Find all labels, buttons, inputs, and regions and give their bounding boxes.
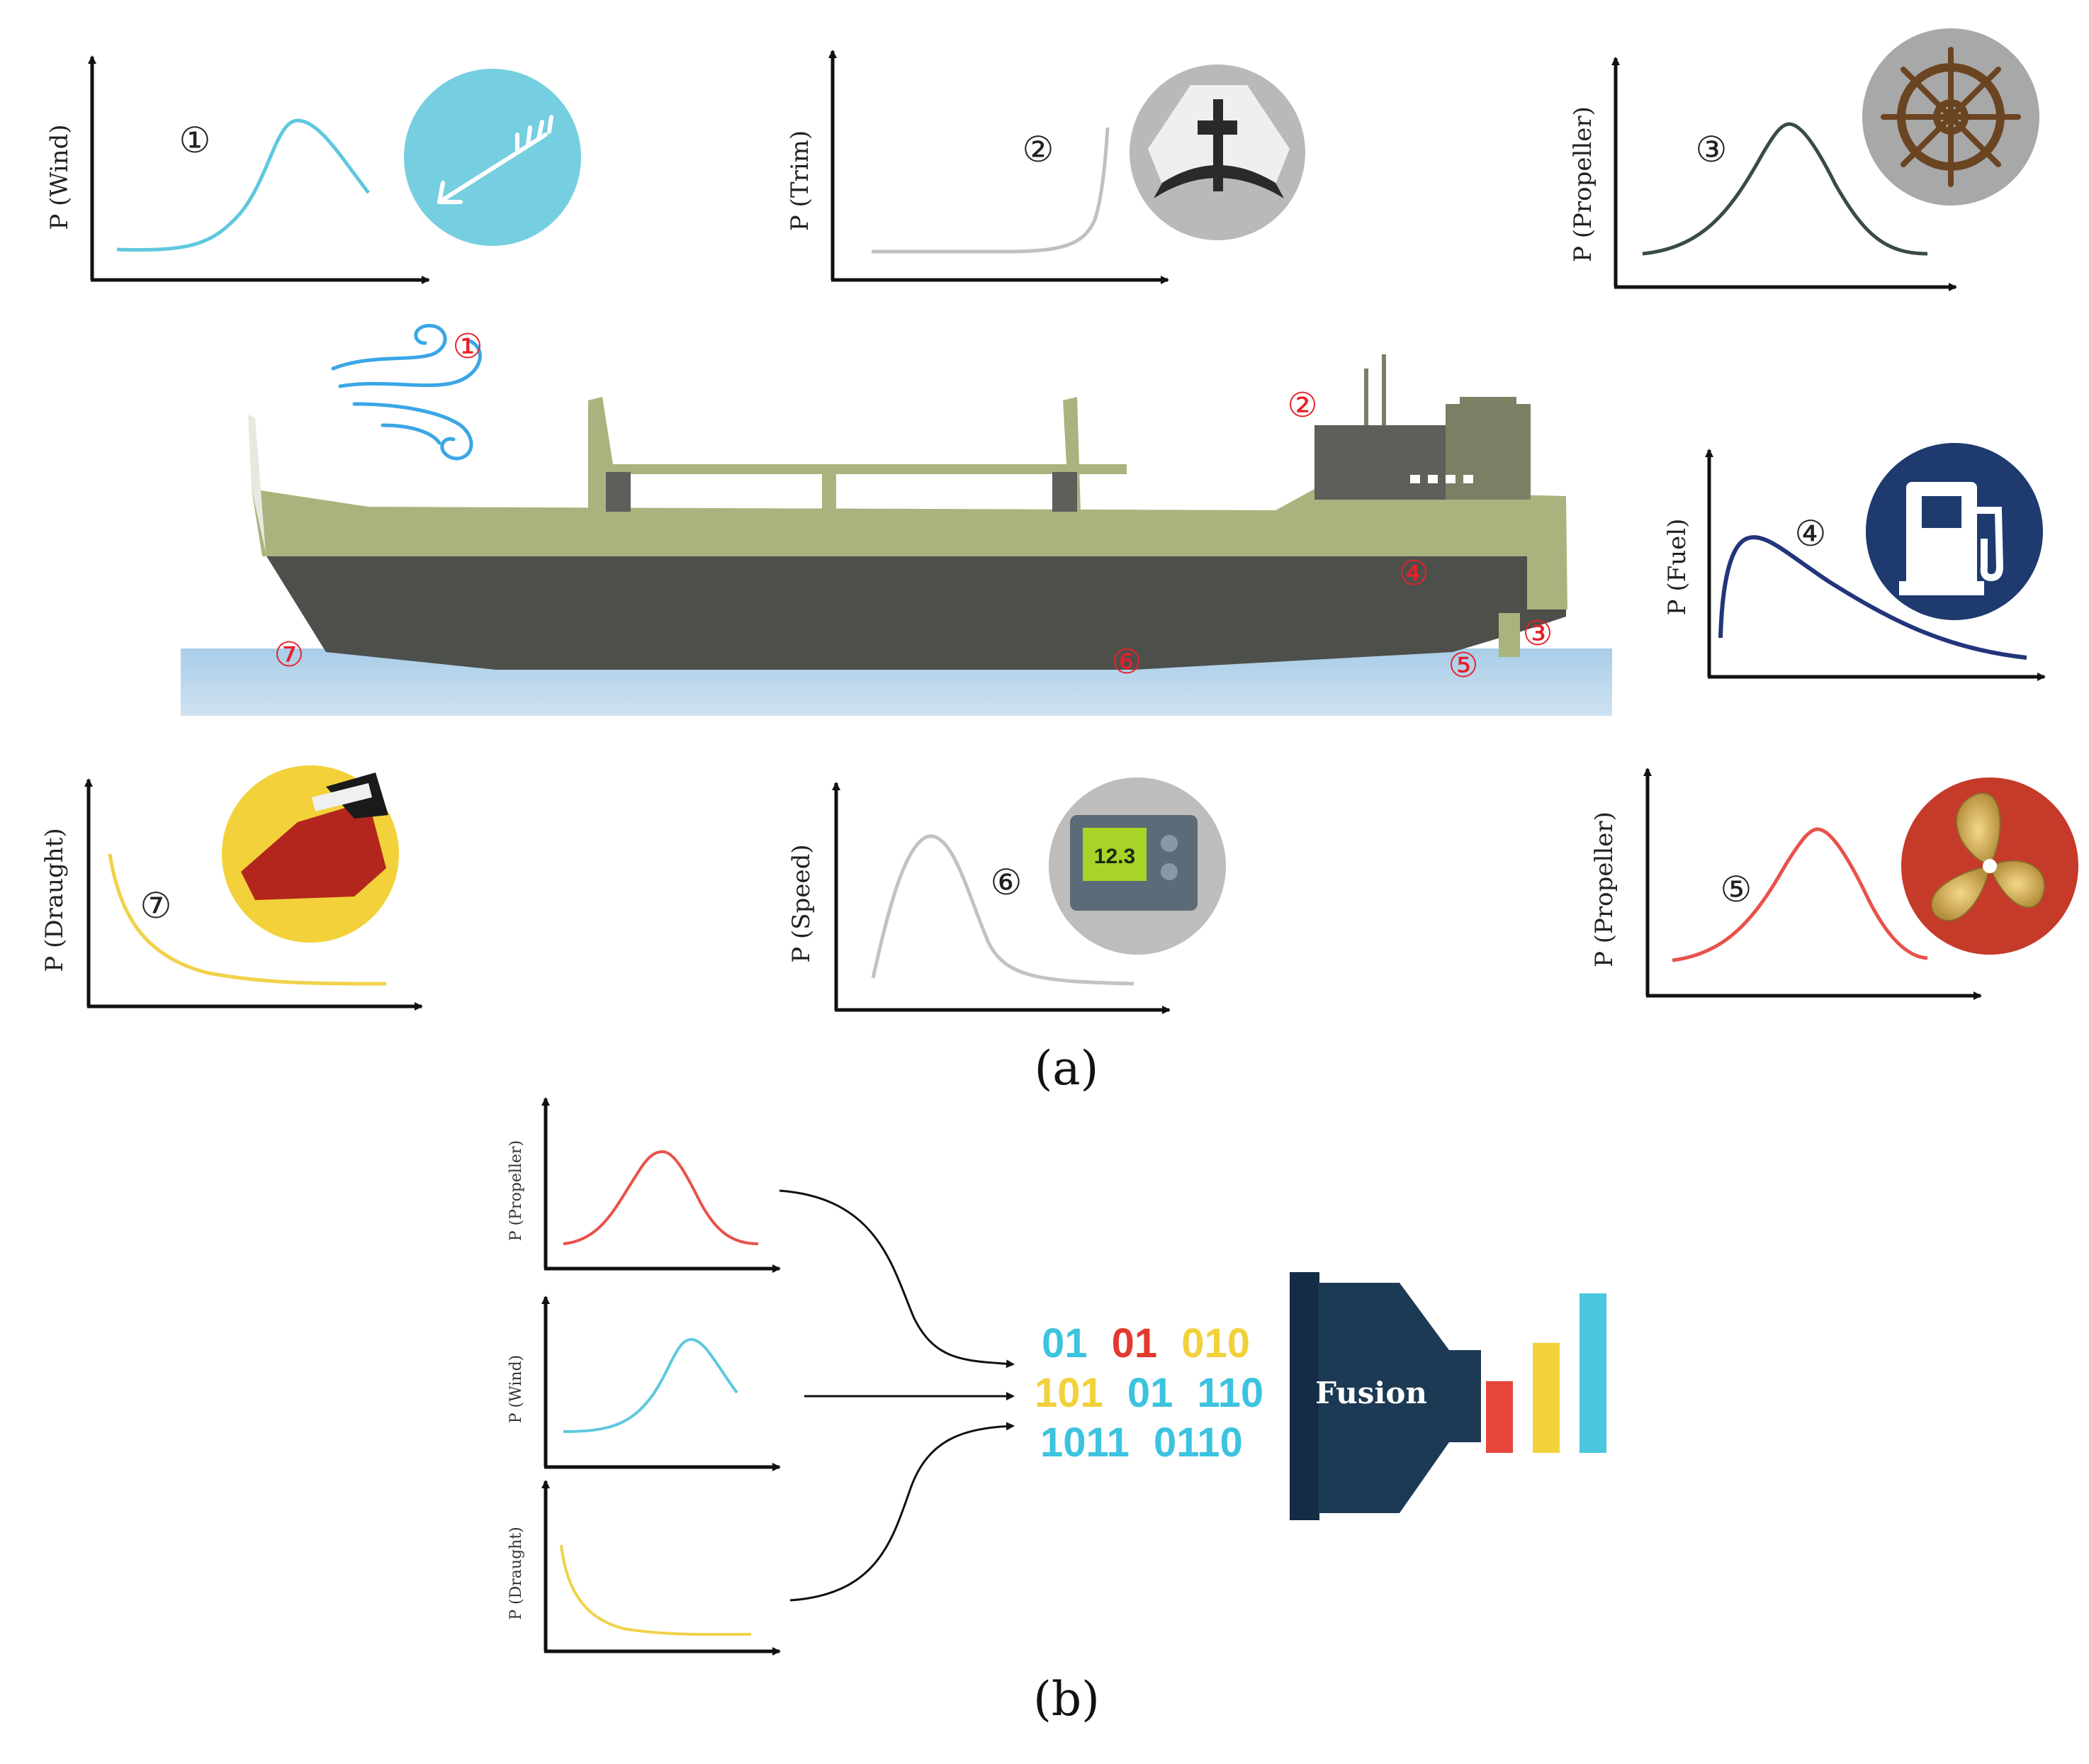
ship-crane	[588, 397, 1127, 512]
ship-marker-draught: ⑦	[274, 636, 304, 674]
y-axis-label: P (Propeller)	[507, 1140, 525, 1241]
distribution-curve	[563, 1337, 738, 1433]
binary-data: 01 01 010 101 01 110 1011 0110	[1035, 1320, 1263, 1466]
output-bar-2	[1533, 1342, 1560, 1453]
distribution-curve	[108, 853, 387, 986]
binary-line-2: 101 01 110	[1035, 1370, 1263, 1416]
output-bar-3	[1580, 1293, 1606, 1453]
speed-reading: 12.3	[1094, 845, 1135, 868]
arrow-propeller-to-binary	[779, 1189, 1015, 1369]
y-axis-label: P (Trim)	[786, 130, 814, 231]
distribution-curve	[1642, 122, 1928, 256]
y-axis-label: P (Propeller)	[1569, 106, 1597, 262]
flow-arrows	[779, 1189, 1015, 1602]
ship-marker-fuel: ④	[1398, 555, 1429, 592]
y-axis-label: P (Draught)	[40, 828, 69, 972]
y-axis-label: P (Speed)	[787, 844, 816, 962]
plot-speed: P (Speed) ⑥ 12.3	[787, 777, 1226, 1014]
distribution-curve	[116, 118, 370, 252]
ship-marker-trim: ②	[1287, 387, 1317, 425]
y-axis-label: P (Fuel)	[1663, 519, 1691, 616]
plot-marker: ②	[1023, 130, 1054, 169]
plot-marker: ⑤	[1721, 870, 1752, 909]
input-plot-draught: P (Draught)	[507, 1480, 781, 1656]
ship-hull-lower	[262, 549, 1566, 670]
ship-marker-speed: ⑥	[1111, 644, 1142, 681]
plot-fuel: P (Fuel) ④	[1663, 443, 2046, 681]
binary-line-1: 01 01 010	[1042, 1320, 1250, 1366]
fusion-label: Fusion	[1315, 1376, 1427, 1410]
ship-rudder	[1499, 613, 1520, 657]
arrow-draught-to-binary	[789, 1422, 1015, 1602]
ship-marker-propeller: ⑤	[1448, 647, 1478, 685]
output-bar-1	[1486, 1381, 1513, 1453]
plot-marker: ⑦	[140, 886, 172, 926]
plot-wind: P (Wind) ①	[45, 55, 581, 284]
plot-draught: P (Draught) ⑦	[40, 765, 423, 1011]
caption-b: (b)	[1033, 1672, 1100, 1726]
plot-marker: ①	[179, 120, 211, 160]
wind-arrow-icon	[404, 69, 581, 246]
ship-illustration: ① ② ③ ④ ⑤ ⑥ ⑦	[181, 324, 1612, 716]
y-axis-label: P (Draught)	[507, 1527, 525, 1620]
input-plot-wind: P (Wind)	[507, 1296, 781, 1471]
ship-marker-propeller-wheel: ③	[1522, 615, 1553, 653]
input-plot-propeller: P (Propeller)	[507, 1097, 781, 1273]
plot-marker: ③	[1696, 130, 1728, 169]
distribution-curve	[871, 834, 1134, 986]
plot-marker: ④	[1795, 514, 1827, 554]
ship-superstructure	[1314, 354, 1531, 500]
y-axis-label: P (Wind)	[507, 1355, 525, 1423]
distribution-curve	[1718, 535, 2027, 660]
distribution-curve	[1672, 827, 1928, 962]
plot-trim: P (Trim) ②	[786, 50, 1305, 284]
distribution-curve	[872, 127, 1110, 254]
y-axis-label: P (Wind)	[45, 124, 74, 230]
plot-propeller-wheel: P (Propeller) ③	[1569, 28, 2039, 291]
ship-marker-wind: ①	[452, 328, 483, 366]
plot-marker: ⑥	[991, 863, 1023, 902]
caption-a: (a)	[1035, 1041, 1099, 1096]
wind-swirl-icon	[331, 324, 482, 461]
distribution-curve	[560, 1544, 752, 1636]
output-bar-chart	[1486, 1293, 1606, 1453]
y-axis-label: P (Propeller)	[1590, 811, 1618, 967]
ship-hull-upper	[252, 489, 1567, 609]
distribution-curve	[563, 1150, 759, 1245]
fusion-block: Fusion	[1290, 1272, 1481, 1520]
binary-line-3: 1011 0110	[1040, 1420, 1243, 1466]
plot-propeller: P (Propeller) ⑤	[1590, 768, 2078, 1000]
